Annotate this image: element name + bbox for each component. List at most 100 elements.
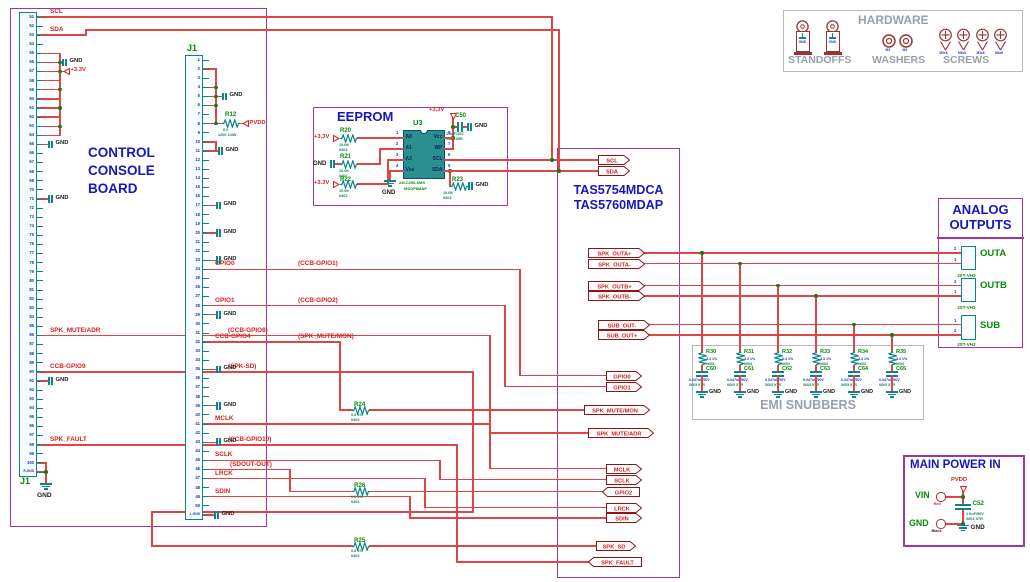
label-console: CONSOLE <box>88 163 155 178</box>
component-value: 0603 <box>820 361 828 366</box>
pin-number: 98 <box>29 441 34 447</box>
wire <box>809 371 823 373</box>
wire <box>202 268 521 270</box>
pin-number: 12 <box>195 156 200 162</box>
standoff-icon <box>825 31 840 52</box>
wire <box>387 185 393 187</box>
net-tag-scl: SCL <box>598 155 631 165</box>
screw-mark: M3x8 <box>939 50 948 55</box>
label-c50: C50 <box>455 112 467 119</box>
net-tag-mclk: MCLK <box>606 463 643 474</box>
net-tag-lrck: LRCK <box>606 502 643 513</box>
label-0-0-1: 0.0 1% <box>351 413 363 417</box>
pin-number: 86 <box>29 332 34 338</box>
net-tag-spk-outa: SPK_OUTA- <box>588 258 646 269</box>
wire <box>962 491 964 498</box>
pin-number: 51 <box>29 13 34 19</box>
ref-des-c62: C62 <box>782 366 793 373</box>
wire <box>202 387 209 389</box>
label-gnd: GND <box>970 523 985 531</box>
label-gnd: GND <box>382 189 396 196</box>
label-0402-x5r: 0402 X5R <box>446 136 463 141</box>
label-emi-snubbers: EMI SNUBBERS <box>760 397 856 412</box>
wire <box>202 196 209 197</box>
label-hardware: HARDWARE <box>858 13 929 27</box>
component-value: 3.3 1% <box>706 356 718 361</box>
wire <box>202 423 491 425</box>
wire <box>202 405 209 407</box>
wire <box>216 401 218 410</box>
wire <box>471 182 473 190</box>
gnd-symbol-label: GND <box>55 194 69 201</box>
wire <box>218 147 220 155</box>
label-black: Black <box>931 528 942 533</box>
label-standoffs: STANDOFFS <box>788 54 852 66</box>
wire <box>202 314 217 316</box>
pin-number: 78 <box>29 259 34 265</box>
resistor-symbol <box>340 132 358 144</box>
wire <box>202 459 441 462</box>
pin-number: 21 <box>195 238 200 244</box>
wire <box>379 148 381 165</box>
wire <box>36 244 43 245</box>
wire <box>202 287 209 288</box>
net-tag-spk-sd: SPK_SD <box>596 541 637 551</box>
gnd-symbol-label: GND <box>899 388 911 395</box>
label-u3: U3 <box>413 117 423 127</box>
wire <box>216 201 218 210</box>
junction-dot <box>214 122 218 126</box>
power-flag-label-pvdd: PVDD <box>249 119 266 126</box>
wire <box>202 77 209 79</box>
label-0603-x7r: 0603 X7R <box>966 516 983 521</box>
wire <box>36 325 43 327</box>
wire <box>444 137 454 139</box>
pin-number: 23 <box>195 257 200 262</box>
component-value: 0.047uF/50V <box>765 377 786 382</box>
pin-number: 2 <box>954 328 957 333</box>
ic-pin-number: 8 <box>448 130 451 136</box>
pin-number: 5 <box>197 93 200 99</box>
screw-icon <box>975 28 989 51</box>
wire <box>202 441 209 443</box>
wire <box>644 252 962 254</box>
ref-des-c64: C64 <box>858 366 869 373</box>
ic-pin-number: 3 <box>396 152 399 158</box>
wire <box>699 396 705 398</box>
pin-number: 44 <box>195 448 200 454</box>
component-value: 0603 X7R <box>689 382 705 387</box>
wire <box>944 523 964 525</box>
label-tas5760mdap: TAS5760MDAP <box>573 198 664 212</box>
component-value: 0603 X7R <box>841 382 857 387</box>
wire <box>202 95 209 97</box>
wire <box>202 405 217 407</box>
wire <box>36 34 43 36</box>
wire <box>36 262 43 264</box>
wire <box>36 171 43 173</box>
net-tag-sdin: SDIN <box>606 513 643 523</box>
wire <box>36 271 43 273</box>
wire <box>955 504 971 506</box>
wire <box>828 37 837 39</box>
wire <box>202 332 209 334</box>
wire <box>771 391 785 393</box>
ic-pin-number: 4 <box>396 163 399 169</box>
wire <box>202 314 209 316</box>
connector-type-label: JST-VH2 <box>957 304 976 310</box>
resistor-symbol <box>450 180 468 192</box>
pin-number: 88 <box>29 350 34 356</box>
washer-icon <box>882 34 896 48</box>
ic-pin-number: 6 <box>448 152 451 158</box>
pin-number: 46 <box>195 466 200 472</box>
pin-number: 72 <box>29 204 34 210</box>
wire <box>36 189 43 191</box>
wire <box>202 359 209 361</box>
wire <box>202 341 209 343</box>
terminal-circle <box>936 492 946 502</box>
wire <box>219 229 221 237</box>
wire <box>444 159 599 161</box>
net-tag-label: LRCK <box>614 506 631 512</box>
label-board: BOARD <box>88 181 138 196</box>
pin-number: 37 <box>195 384 200 390</box>
pin-number: 87 <box>29 341 34 347</box>
pin-number: 85 <box>29 323 34 329</box>
